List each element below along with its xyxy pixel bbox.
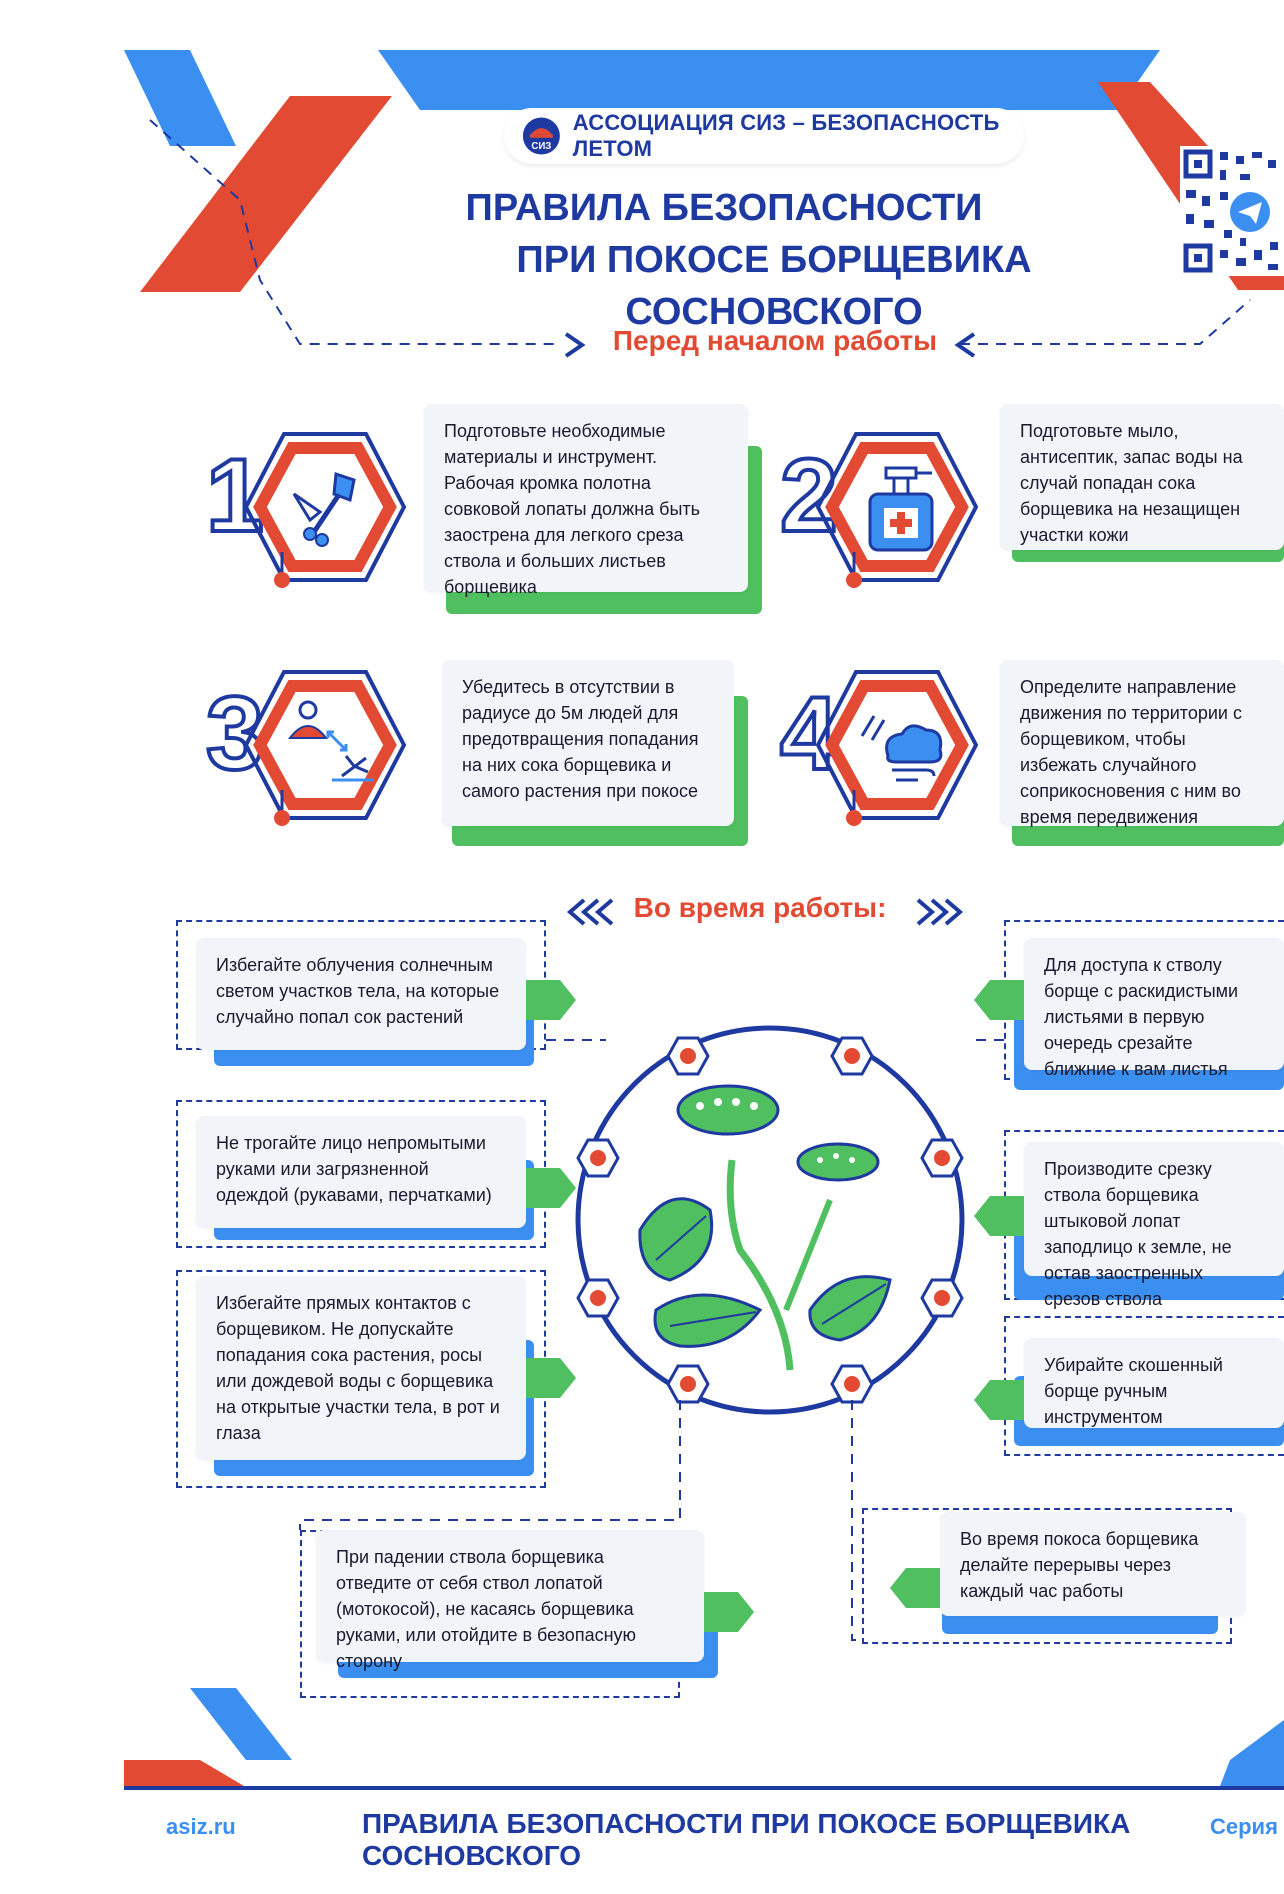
association-title: АССОЦИАЦИЯ СИЗ – БЕЗОПАСНОСТЬ ЛЕТОМ	[572, 110, 1000, 161]
during-work-heading: Во время работы:	[633, 892, 887, 923]
association-badge: СИЗ АССОЦИАЦИЯ СИЗ – БЕЗОПАСНОСТЬ ЛЕТОМ	[504, 108, 1024, 164]
arrow-left-icon	[890, 1568, 940, 1608]
step-hexagon	[243, 670, 407, 826]
connection-nodes	[576, 1036, 964, 1404]
arrow-left-icon	[974, 1380, 1024, 1420]
step-card-4: Определите направление движения по терри…	[1000, 660, 1284, 827]
step-hexagon	[243, 432, 407, 588]
antiseptic-icon	[868, 466, 934, 552]
step-number: 3	[204, 676, 266, 792]
rule-left-2: Не трогайте лицо непромытыми руками или …	[196, 1116, 526, 1228]
tools-icon	[292, 471, 356, 547]
rule-left-3: Избегайте прямых контактов с борщевиком.…	[196, 1276, 526, 1460]
rule-bottom-right: Во время покоса борщевика делайте переры…	[940, 1512, 1246, 1616]
page-title-line2: ПРИ ПОКОСЕ БОРЩЕВИКА СОСНОВСКОГО	[516, 239, 1032, 333]
arrow-right-icon	[526, 980, 576, 1020]
footer-series: Серия Л	[1210, 1814, 1284, 1839]
rule-right-1: Для доступа к стволу борще с раскидистым…	[1024, 938, 1284, 1079]
rule-right-3: Убирайте скошенный борще ручным инструме…	[1024, 1338, 1284, 1428]
logo-text: СИЗ	[531, 141, 551, 152]
people-distance-icon	[287, 700, 374, 782]
footer-site-link[interactable]: asiz.ru	[166, 1814, 236, 1839]
footer-title: ПРАВИЛА БЕЗОПАСНОСТИ ПРИ ПОКОСЕ БОРЩЕВИК…	[362, 1808, 1131, 1871]
step-number: 1	[204, 438, 266, 554]
step-card-1: Подготовьте необходимые материалы и инст…	[424, 404, 748, 597]
step-card-3: Убедитесь в отсутствии в радиусе до 5м л…	[442, 660, 734, 826]
arrow-right-icon	[704, 1592, 754, 1632]
siz-logo-icon: СИЗ	[522, 117, 560, 155]
chevron-right-icon	[564, 332, 586, 358]
arrow-right-icon	[526, 1358, 576, 1398]
double-chevron-left-icon	[566, 898, 614, 926]
step-card-2: Подготовьте мыло, антисептик, запас воды…	[1000, 404, 1284, 550]
arrow-right-icon	[526, 1168, 576, 1208]
page-title-line1: ПРАВИЛА БЕЗОПАСНОСТИ	[465, 187, 983, 229]
arrow-left-icon	[974, 1196, 1024, 1236]
arrow-left-icon	[974, 980, 1024, 1020]
rule-bottom-left: При падении ствола борщевика отведите от…	[316, 1530, 704, 1671]
qr-code[interactable]	[1180, 146, 1284, 276]
rule-left-1: Избегайте облучения солнечным светом уча…	[196, 938, 526, 1050]
chevron-left-icon	[954, 332, 976, 358]
hogweed-illustration	[575, 1025, 965, 1415]
before-work-heading: Перед началом работы	[612, 325, 938, 356]
wind-cloud-icon	[860, 715, 943, 782]
double-chevron-right-icon	[916, 898, 964, 926]
rule-right-2: Производите срезку ствола борщевика штык…	[1024, 1142, 1284, 1309]
